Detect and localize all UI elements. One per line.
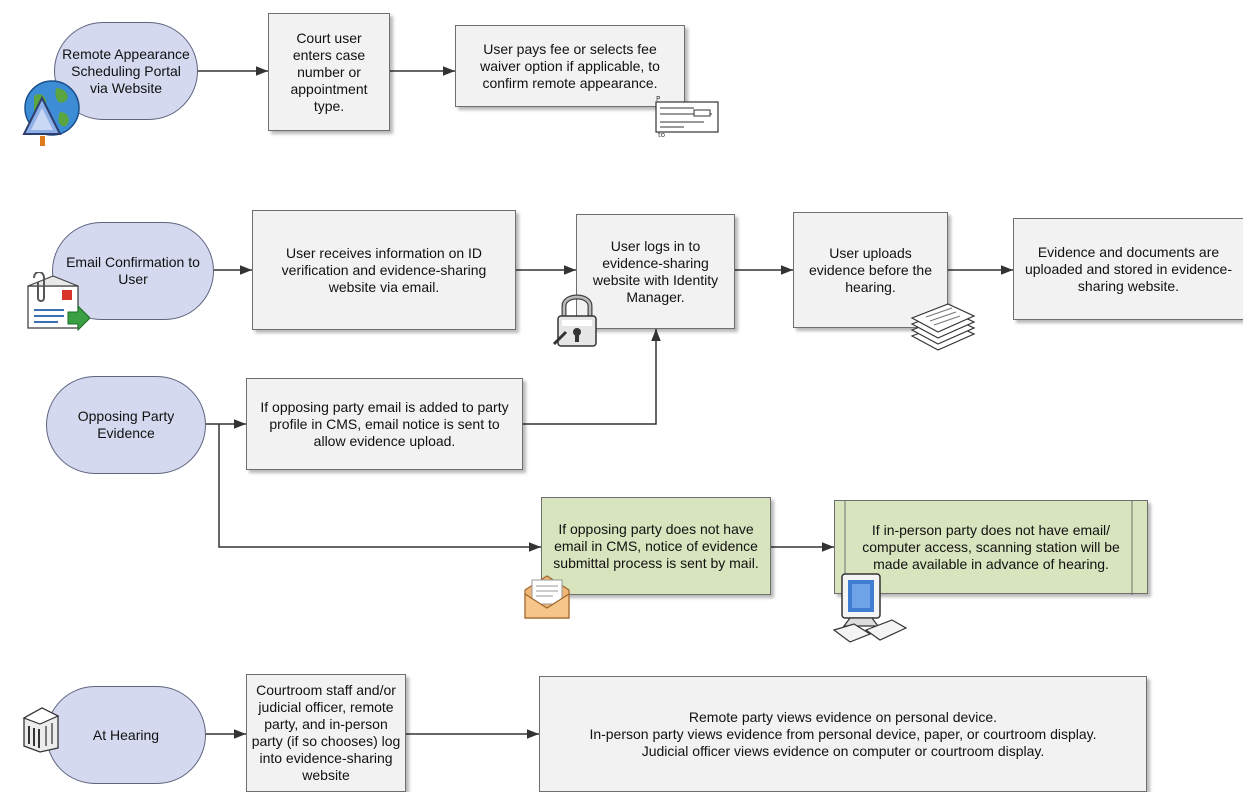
svg-text:P: P: [656, 95, 660, 103]
paper-stack-icon: [910, 303, 976, 351]
pay-fee-step: User pays fee or selects fee waiver opti…: [455, 25, 685, 107]
terminal-label: Email Confirmation to User: [66, 254, 200, 287]
step-label: User logs in to evidence-sharing website…: [592, 237, 719, 305]
result-line: In-person party views evidence from pers…: [589, 725, 1097, 742]
terminal-label: At Hearing: [92, 726, 160, 743]
terminal-label: Remote Appearance Scheduling Portal via …: [62, 45, 190, 96]
enter-case-number-step: Court user enters case number or appoint…: [268, 13, 390, 131]
receive-id-verification-step: User receives information on ID verifica…: [252, 210, 516, 330]
email-confirmation-terminal: Email Confirmation to User: [52, 222, 214, 320]
open-envelope-icon: [524, 575, 570, 619]
courthouse-icon: [22, 707, 60, 753]
arrow-r3-step1-to-r2-step2: [523, 329, 661, 425]
step-label: User pays fee or selects fee waiver opti…: [480, 40, 660, 91]
step-label: Evidence and documents are uploaded and …: [1024, 243, 1233, 294]
step-label: User uploads evidence before the hearing…: [809, 244, 932, 295]
arrow-r3-start-to-note1: [218, 424, 541, 552]
step-label: Court user enters case number or appoint…: [290, 29, 368, 114]
step-label: If opposing party email is added to part…: [260, 398, 509, 449]
result-line: Judicial officer views evidence on compu…: [641, 742, 1045, 759]
svg-text:to: to: [658, 131, 665, 138]
opposing-party-evidence-terminal: Opposing Party Evidence: [46, 376, 206, 474]
note-label: If in-person party does not have email/ …: [862, 521, 1120, 572]
result-line: Remote party views evidence on personal …: [688, 708, 998, 725]
step-label: User receives information on ID verifica…: [281, 244, 487, 295]
globe-web-icon: [22, 80, 80, 146]
evidence-stored-step: Evidence and documents are uploaded and …: [1013, 218, 1243, 320]
email-document-icon: [27, 272, 90, 332]
login-identity-manager-step: User logs in to evidence-sharing website…: [576, 214, 735, 329]
check-form-icon: to P: [655, 95, 719, 138]
scanning-station-note: If in-person party does not have email/ …: [834, 500, 1148, 595]
note-label: If opposing party does not have email in…: [553, 520, 759, 571]
step-label: Courtroom staff and/or judicial officer,…: [251, 682, 401, 783]
mail-notice-note: If opposing party does not have email in…: [541, 497, 771, 595]
computer-monitor-icon: [832, 573, 908, 643]
view-evidence-result: Remote party views evidence on personal …: [539, 676, 1147, 792]
padlock-icon: [552, 294, 597, 347]
opposing-party-email-notice-step: If opposing party email is added to part…: [246, 378, 523, 470]
log-into-website-step: Courtroom staff and/or judicial officer,…: [246, 674, 406, 792]
at-hearing-terminal: At Hearing: [46, 686, 206, 784]
terminal-label: Opposing Party Evidence: [77, 408, 175, 441]
upload-evidence-step: User uploads evidence before the hearing…: [793, 212, 948, 328]
